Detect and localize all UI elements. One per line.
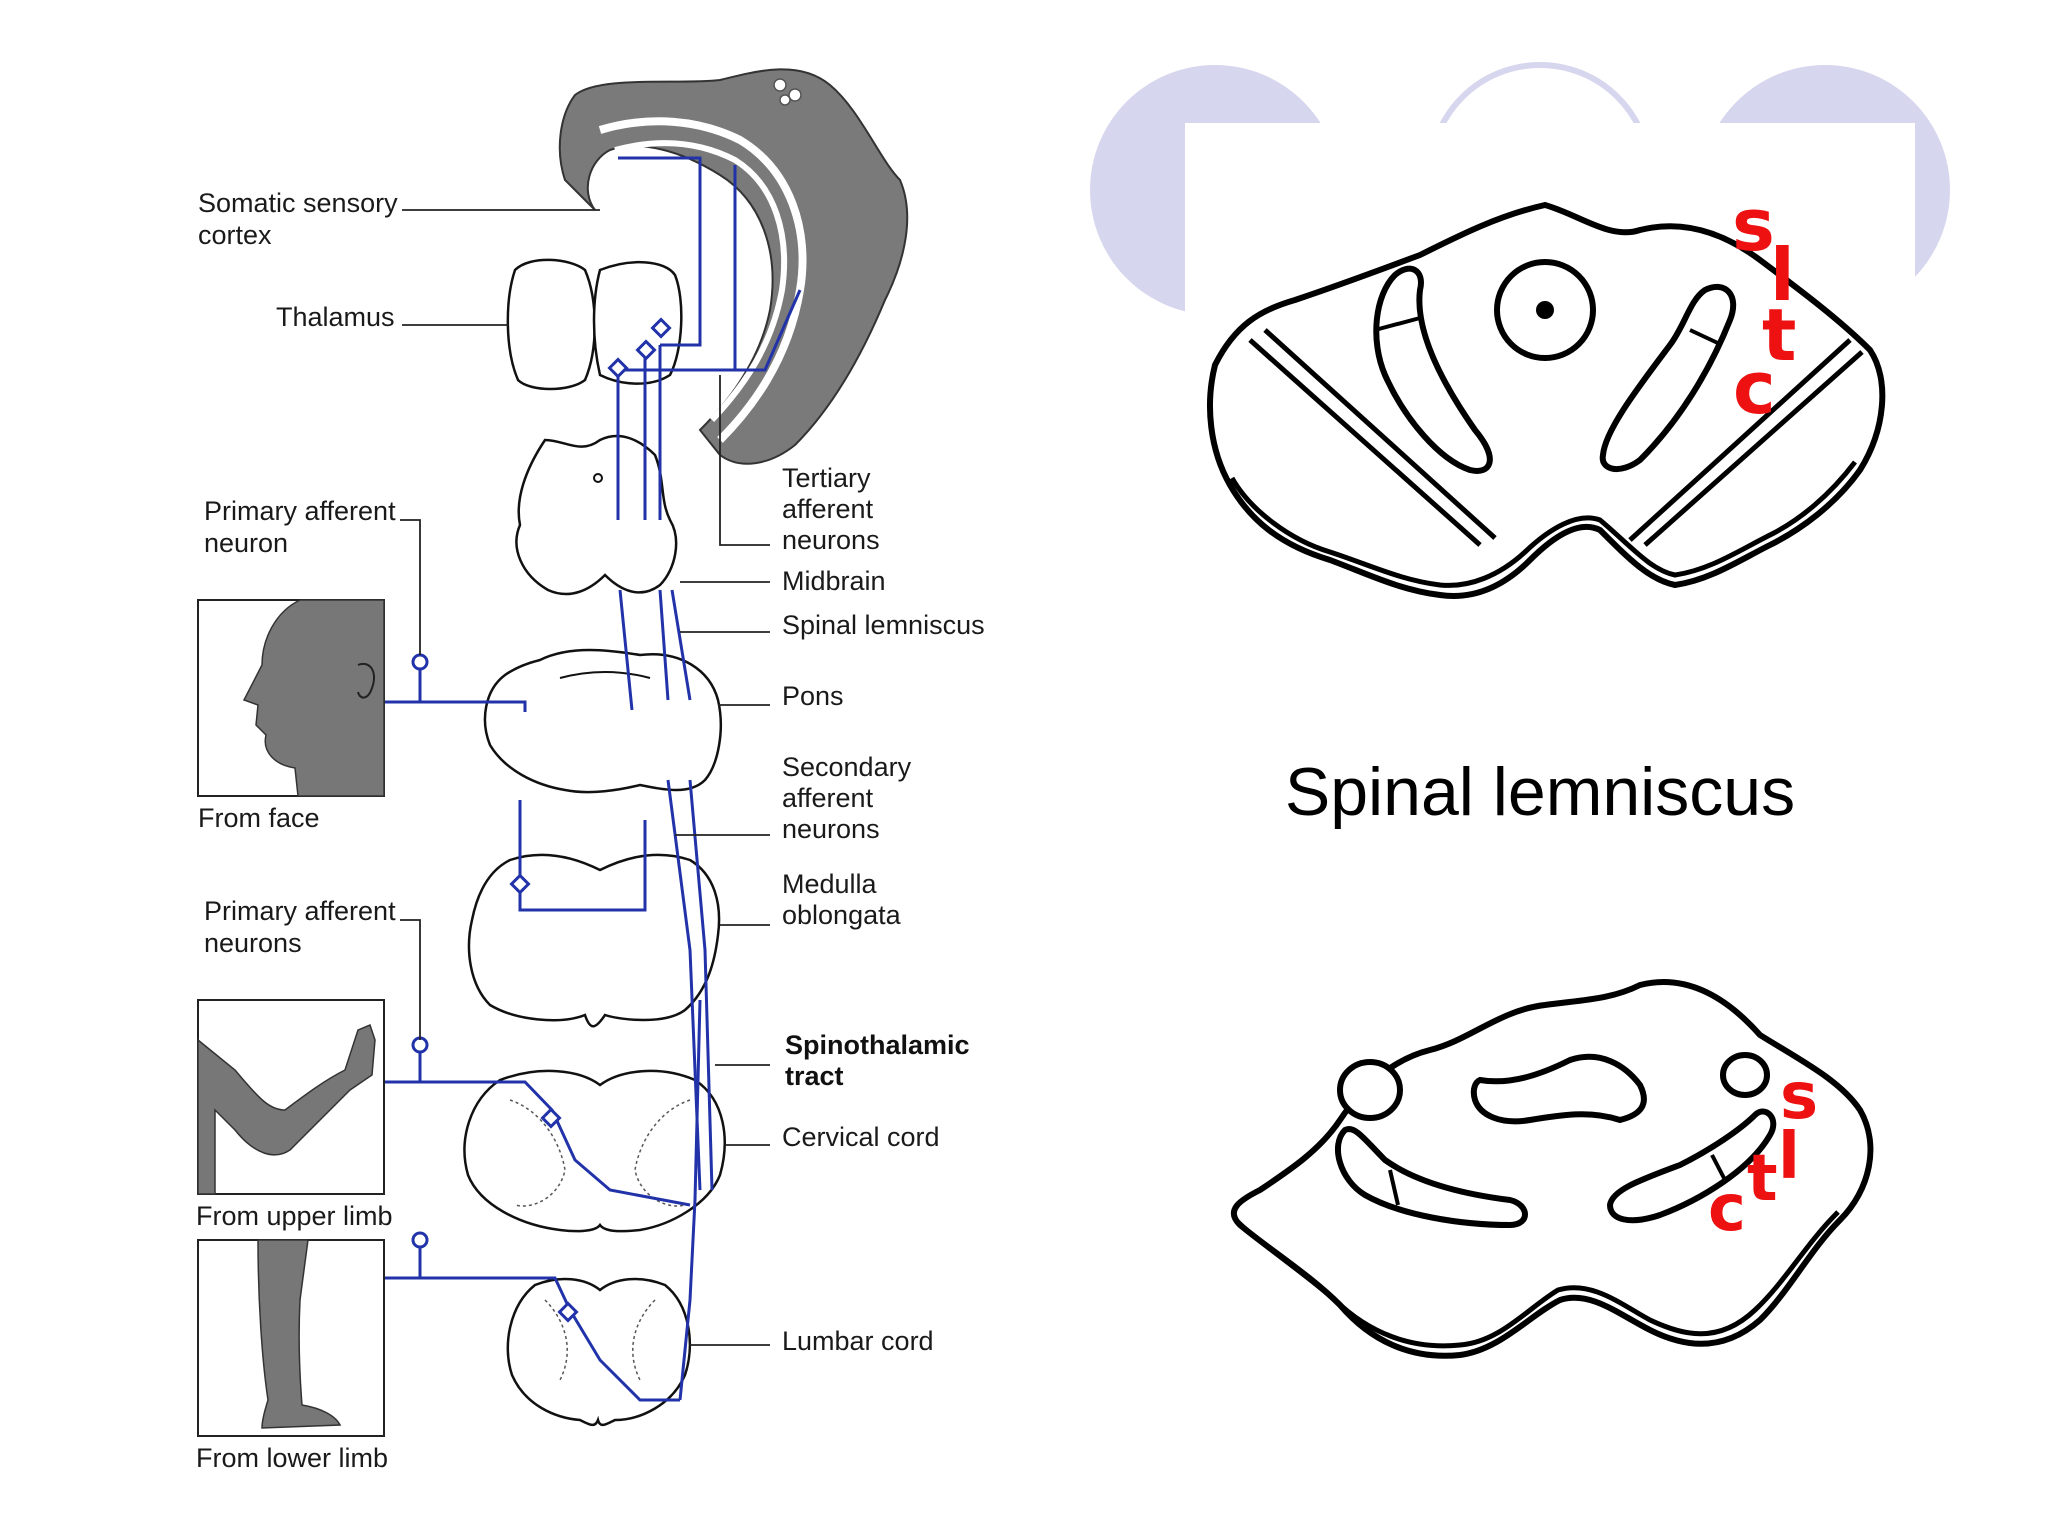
upper-tract-letters: s l t c — [1732, 183, 1796, 430]
upper-limb-panel: From upper limb — [196, 999, 393, 1231]
face-panel: From face — [197, 599, 385, 833]
slide-title: Spinal lemniscus — [1285, 754, 1795, 830]
lower-letter-s: s — [1780, 1060, 1818, 1134]
thalamus-shape — [506, 258, 596, 391]
secondary-neurons-label: Secondary afferent neurons — [782, 752, 919, 844]
face-silhouette-icon — [242, 599, 385, 797]
upper-letter-c: c — [1733, 346, 1776, 430]
cervical-cord-shape — [463, 1069, 726, 1233]
pons-shape — [483, 648, 722, 794]
upper-letter-t: t — [1762, 293, 1796, 377]
medulla-oblongata-shape — [467, 853, 721, 1028]
tertiary-neurons-label: Tertiary afferent neurons — [782, 463, 881, 555]
from-upper-limb-label: From upper limb — [196, 1201, 393, 1231]
lower-letter-l: l — [1778, 1120, 1800, 1194]
pons-label: Pons — [782, 681, 844, 711]
spinothalamic-tract-label: Spinothalamic tract — [785, 1030, 977, 1091]
lumbar-cord-label: Lumbar cord — [782, 1326, 934, 1356]
lower-cross-section — [1231, 979, 1874, 1359]
lower-limb-panel: From lower limb — [196, 1239, 388, 1473]
pathway-lines — [270, 156, 802, 1402]
arm-silhouette-icon — [197, 1023, 376, 1195]
medulla-oblongata-label: Medulla oblongata — [782, 869, 902, 930]
from-lower-limb-label: From lower limb — [196, 1443, 388, 1473]
lumbar-cord-shape — [506, 1277, 691, 1427]
lower-tract-letters: s l t c — [1708, 1060, 1818, 1246]
midbrain-label: Midbrain — [782, 566, 886, 596]
pathway-diagram: Somatic sensory cortex Thalamus Primary … — [196, 68, 985, 1473]
cortex-label: Somatic sensory cortex — [198, 188, 405, 250]
upper-letter-s: s — [1732, 183, 1775, 267]
midbrain-shape — [515, 434, 678, 596]
leader-lines — [400, 209, 770, 1346]
lower-letter-c: c — [1708, 1172, 1746, 1246]
lower-letter-t: t — [1747, 1142, 1778, 1216]
thalamus-label: Thalamus — [276, 302, 395, 332]
cervical-cord-label: Cervical cord — [782, 1122, 940, 1152]
upper-cross-section — [1207, 201, 1886, 599]
somatic-sensory-cortex-shape — [558, 68, 909, 465]
primary-afferent-neuron-label: Primary afferent neuron — [204, 496, 403, 558]
from-face-label: From face — [198, 803, 320, 833]
spinal-lemniscus-label: Spinal lemniscus — [782, 610, 985, 640]
primary-afferent-neurons-label: Primary afferent neurons — [204, 896, 403, 958]
leg-silhouette-icon — [257, 1239, 342, 1429]
upper-letter-l: l — [1770, 233, 1795, 317]
